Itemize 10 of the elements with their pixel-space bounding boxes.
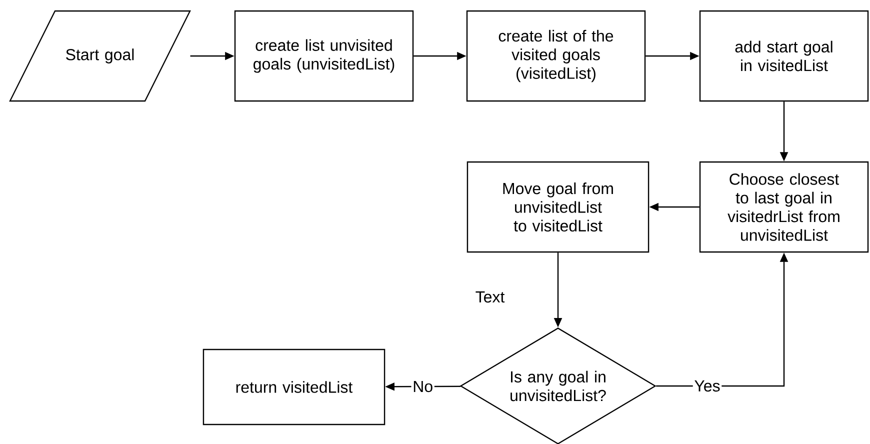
process-box: create list of the visited goals (visitedList) <box>466 10 646 102</box>
process-box: return visitedList <box>202 348 386 426</box>
process-box: create list unvisited goals (unvisitedList) <box>234 10 414 102</box>
process-box: Move goal from unvisitedList to visitedList <box>466 161 650 253</box>
edge-label: Yes <box>694 380 720 392</box>
text-label: Text <box>476 291 505 303</box>
process-box: add start goal in visitedList <box>699 10 869 102</box>
process-box: Choose closest to last goal in visitedrList from unvisitedList <box>699 161 869 253</box>
input-parallelogram: Start goal <box>9 10 191 102</box>
edge-label: No <box>414 380 432 392</box>
